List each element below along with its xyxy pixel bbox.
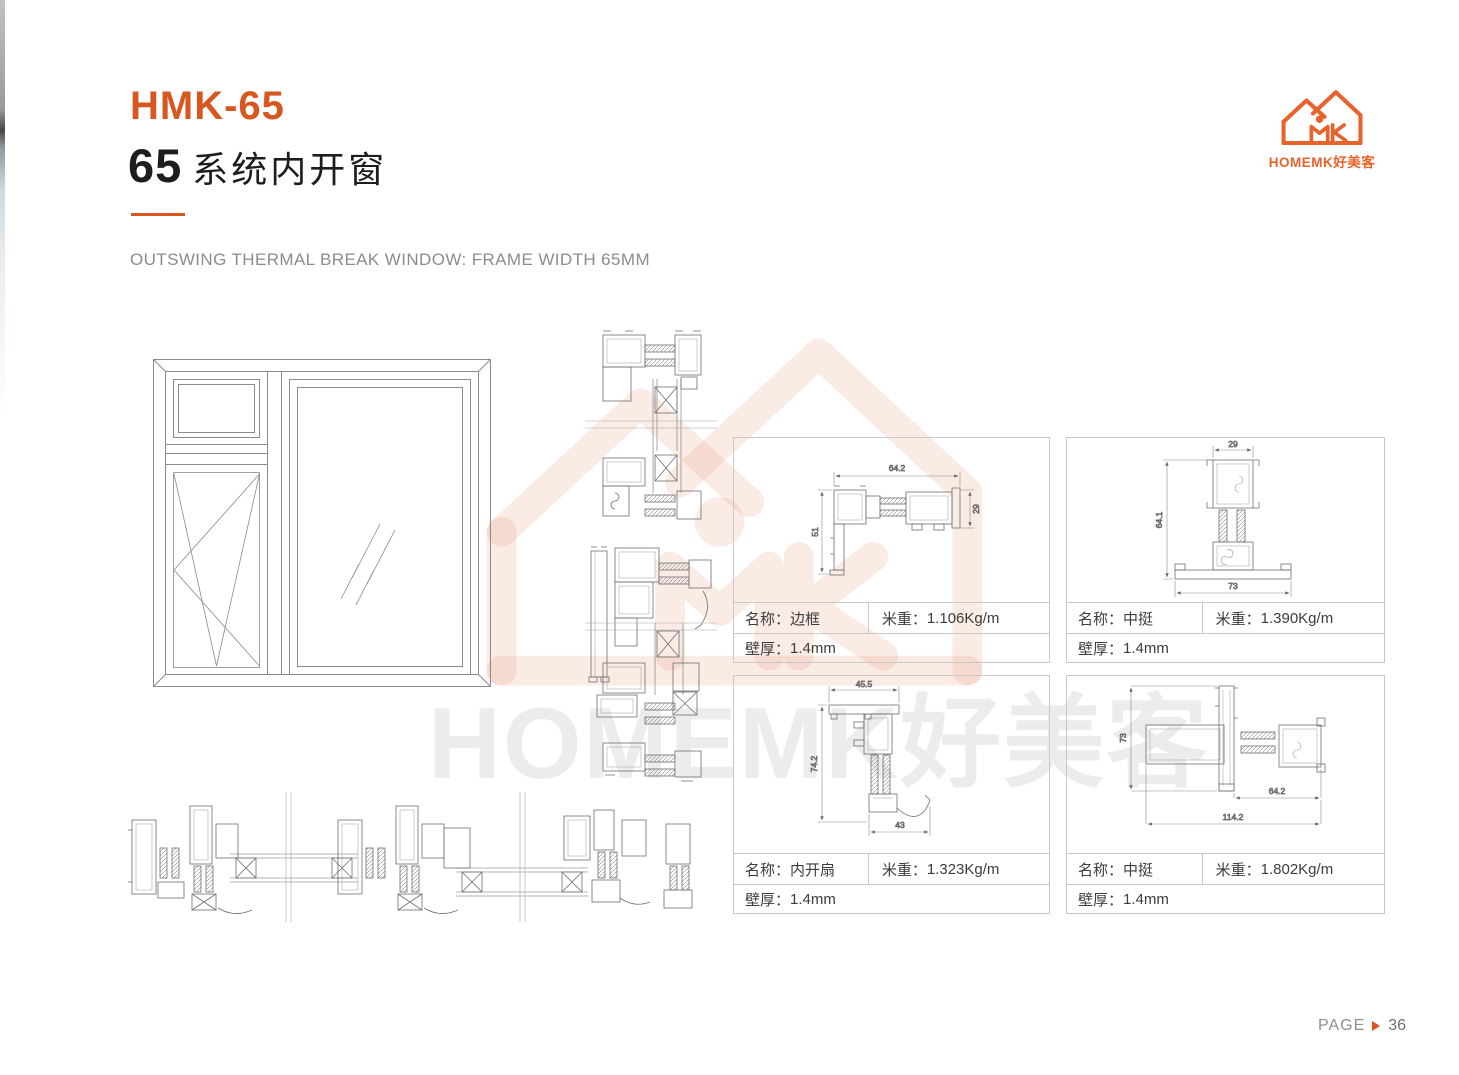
spec-table: 名称：中挺 米重：1.390Kg/m 壁厚：1.4mm [1067,602,1384,662]
profile-drawing-mullion-1: 29 64.1 73 [1154,439,1292,597]
weight-label: 米重： [1215,610,1261,628]
profile-drawing-frame: 64.2 51 29 [810,463,981,576]
thickness-label: 壁厚： [1078,640,1124,658]
spec-table: 名称：中挺 米重：1.802Kg/m 壁厚：1.4mm [1067,853,1384,913]
glass-unit [230,853,358,883]
mullion [267,371,282,675]
svg-text:114.2: 114.2 [1223,812,1244,822]
svg-text:51: 51 [810,527,820,537]
window-elevation-drawing [153,359,491,687]
dimension-lines [1163,446,1292,597]
profile-thickness: 1.4mm [790,639,836,657]
profile-card-mullion-2: 73 64.2 114.2 名称：中挺 米重：1.802Kg/m 壁厚：1.4m… [1066,675,1385,914]
glass-unit [654,623,684,695]
section-cluster-top [602,330,702,402]
model-title: HMK-65 [130,84,285,128]
name-label: 名称： [1078,861,1124,879]
weight-label: 米重： [881,861,927,879]
profile-thickness: 1.4mm [790,890,836,908]
section-cluster-mid [602,457,702,520]
glass-unit [652,379,682,451]
horizontal-section-drawing [128,792,693,922]
thickness-label: 壁厚： [745,640,791,658]
vertical-section-drawing [585,330,717,782]
profile-name: 中挺 [1123,610,1154,628]
svg-text:64.1: 64.1 [1154,511,1164,528]
name-label: 名称： [745,861,791,879]
series-number: 65 [128,139,183,192]
dimension-lines [818,686,931,836]
page-footer: PAGE 36 [1318,1017,1406,1035]
profile-name: 中挺 [1123,861,1154,879]
subtitle: OUTSWING THERMAL BREAK WINDOW: FRAME WID… [130,250,651,269]
profile-shape [1174,459,1292,580]
glass-unit [652,451,682,493]
profile-weight: 1.390Kg/m [1260,609,1334,627]
transom [165,444,268,465]
profile-weight: 1.802Kg/m [1260,860,1334,878]
page-arrow-icon [1372,1021,1381,1031]
profile-shape [1145,685,1326,792]
profile-drawing-mullion-2: 73 64.2 114.2 [1118,685,1326,826]
name-label: 名称： [1078,610,1124,628]
weight-label: 米重： [881,610,927,628]
thickness-label: 壁厚： [1078,891,1124,909]
profile-weight: 1.106Kg/m [926,609,1000,627]
svg-text:45.5: 45.5 [856,679,873,689]
weight-label: 米重： [1215,861,1261,879]
tilt-turn-sash [173,472,260,668]
top-fixed-pane [173,379,260,438]
profile-shape [829,485,961,576]
section-cluster-right [563,809,693,909]
series-name: 系统内开窗 [192,149,388,190]
page-edge-shadow [0,0,5,420]
name-label: 名称： [745,610,791,628]
dimension-lines [1129,685,1322,826]
page-number: 36 [1388,1017,1407,1034]
spec-table: 名称：内开扇 米重：1.323Kg/m 壁厚：1.4mm [734,853,1049,913]
profile-name: 边框 [790,610,821,628]
profile-thickness: 1.4mm [1123,890,1169,908]
accent-rule [131,213,185,216]
section-cluster-left [128,805,253,914]
svg-text:73: 73 [1228,581,1238,591]
profile-shape [828,704,931,817]
profile-name: 内开扇 [790,861,836,879]
profile-card-sash: 45.5 74.2 43 名称：内开扇 米重：1.323Kg/m 壁厚：1.4m… [733,675,1050,914]
svg-text:64.2: 64.2 [889,463,906,473]
svg-text:73: 73 [1118,733,1128,743]
profile-card-mullion-1: 29 64.1 73 名称：中挺 米重：1.390Kg/m 壁厚：1.4mm [1066,437,1385,663]
brand-logo-text: HOMEMK好美客 [1268,155,1376,170]
profile-card-frame: 64.2 51 29 名称：边框 米重：1.106Kg/m 壁厚：1.4mm [733,437,1050,663]
thickness-label: 壁厚： [745,891,791,909]
svg-text:29: 29 [971,504,981,514]
svg-text:43: 43 [895,820,905,830]
section-cluster-center [337,805,471,914]
page-label: PAGE [1318,1017,1366,1034]
profile-thickness: 1.4mm [1123,639,1169,657]
svg-text:29: 29 [1228,439,1238,449]
brand-logo: HOMEMK好美客 [1262,84,1382,171]
svg-text:74.2: 74.2 [809,755,819,772]
profile-weight: 1.323Kg/m [926,860,1000,878]
section-cluster-bottom [596,662,702,782]
dimension-lines [818,472,974,575]
right-fixed-pane [289,379,471,675]
profile-drawing-sash: 45.5 74.2 43 [809,679,931,836]
glass-unit [456,867,588,897]
svg-text:64.2: 64.2 [1269,786,1286,796]
house-logo-icon [1281,90,1363,146]
spec-table: 名称：边框 米重：1.106Kg/m 壁厚：1.4mm [734,602,1049,662]
glass-mark [340,523,396,606]
section-cluster-frame [588,546,712,683]
